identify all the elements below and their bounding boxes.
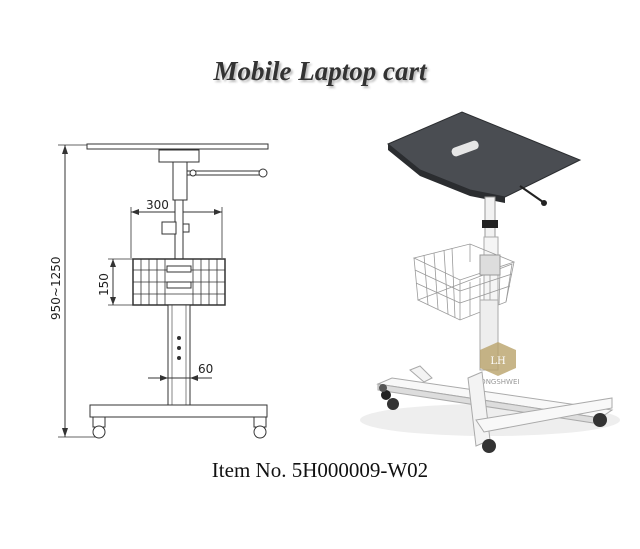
- logo-text: LONGSHWEI: [477, 378, 520, 386]
- height-range-label: 950~1250: [49, 257, 63, 321]
- caster-right: [253, 425, 267, 439]
- height-dimension: 950~1250: [49, 144, 100, 438]
- item-number: Item No. 5H000009-W02: [211, 458, 429, 482]
- tabletop-side: [86, 143, 269, 150]
- basket-front: [132, 258, 226, 306]
- svg-text:LH: LH: [490, 356, 506, 367]
- width-label: 300: [146, 198, 169, 212]
- width-dimension: 300: [130, 198, 223, 258]
- column-label: 60: [198, 362, 213, 376]
- basket-height-label: 150: [97, 273, 111, 296]
- product-render: LH LONGSHWEI: [360, 111, 620, 453]
- basket-height-dimension: 150: [97, 258, 133, 306]
- caster-left: [92, 425, 106, 439]
- base-bar: [89, 404, 268, 418]
- handle-slot: [451, 140, 479, 157]
- page-title: Mobile Laptop cart: [213, 56, 427, 86]
- column-dimension: 60: [148, 362, 213, 381]
